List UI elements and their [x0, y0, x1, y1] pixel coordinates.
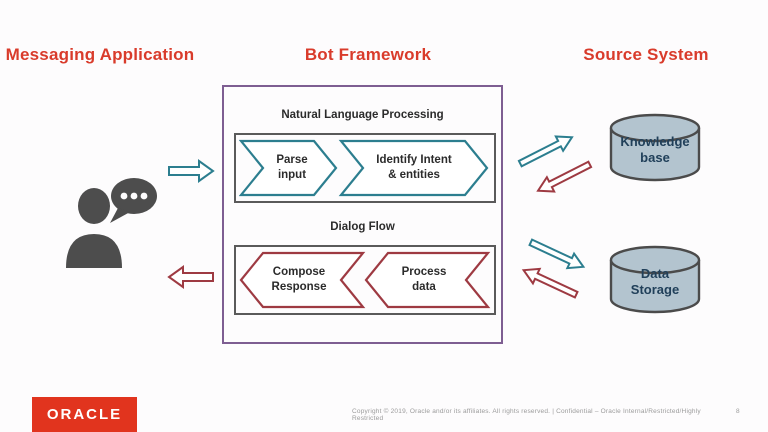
bot-to-storage-arrow-icon [528, 238, 586, 270]
database-cylinder-icon [609, 245, 701, 314]
user-to-bot-arrow-icon [168, 159, 215, 183]
knowledge-base-label: Knowledge base [620, 134, 690, 165]
nlp-title: Natural Language Processing [281, 109, 444, 121]
header-source-system: Source System [583, 45, 709, 64]
bot-to-user-arrow-icon [167, 265, 214, 289]
bot-to-knowledge-arrow-icon [517, 135, 574, 168]
storage-to-bot-arrow-icon [521, 267, 579, 299]
knowledge-base-database: Knowledge base [607, 112, 703, 184]
footer-copyright: Copyright © 2019, Oracle and/or its affi… [352, 408, 701, 422]
page-number: 8 [736, 408, 740, 415]
person-silhouette-icon [66, 178, 157, 268]
nlp-step-identify-intent: Identify Intent & entities [376, 154, 452, 181]
database-cylinder-icon [609, 113, 701, 182]
nlp-box: Parse input Identify Intent & entities [234, 133, 496, 203]
user-icon [60, 174, 160, 270]
oracle-logo-text: ORACLE [46, 406, 123, 423]
nlp-chevrons-icon [239, 139, 489, 197]
dialog-step-process-data: Process data [401, 266, 447, 293]
header-messaging-application: Messaging Application [5, 45, 195, 64]
header-bot-framework: Bot Framework [304, 45, 432, 64]
data-storage-label: Data Storage [630, 266, 680, 297]
dialog-step-compose-response: Compose Response [271, 266, 327, 293]
dialog-flow-title: Dialog Flow [330, 221, 395, 233]
data-storage-database: Data Storage [607, 244, 703, 316]
bot-framework-box: Natural Language Processing Parse input … [222, 85, 503, 344]
oracle-logo: ORACLE [32, 397, 137, 432]
dialog-flow-box: Compose Response Process data [234, 245, 496, 315]
knowledge-to-bot-arrow-icon [536, 160, 593, 193]
dialog-chevrons-icon [239, 251, 491, 309]
nlp-step-parse-input: Parse input [276, 154, 308, 181]
